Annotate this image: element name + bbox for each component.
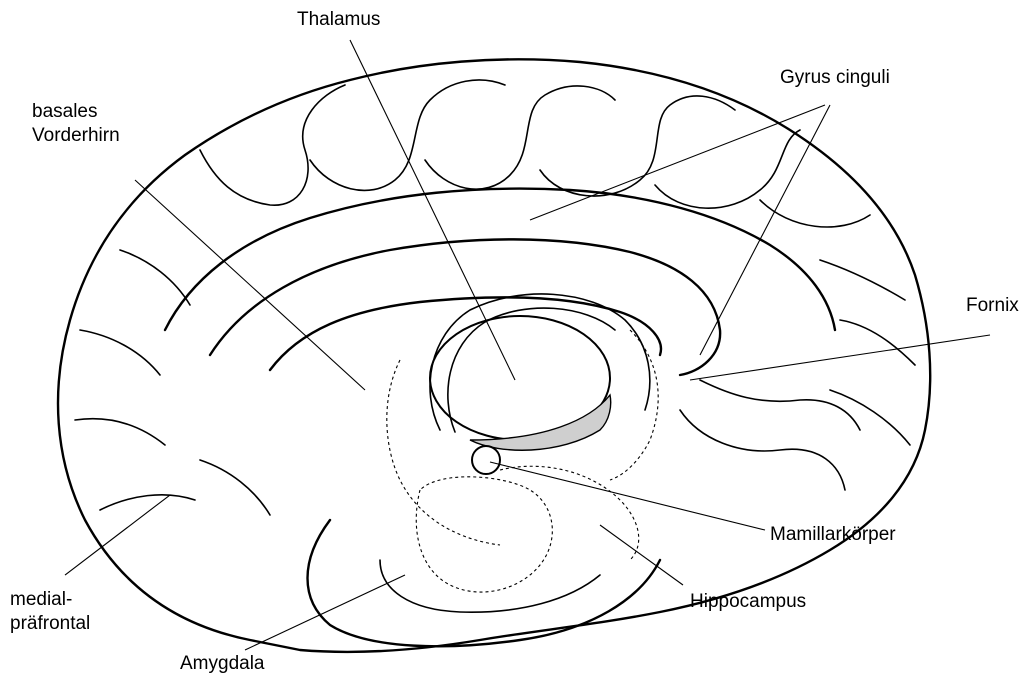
leader-line-hippocampus bbox=[600, 525, 683, 585]
temporal-fold bbox=[380, 560, 600, 612]
gyrus-fold bbox=[540, 96, 735, 196]
leader-line-thalamus bbox=[350, 40, 515, 380]
label-fornix: Fornix bbox=[966, 294, 1019, 318]
gyrus-fold bbox=[760, 200, 870, 227]
label-basales-vorderhirn: basales Vorderhirn bbox=[32, 100, 120, 148]
label-medial-praefrontal: medial- präfrontal bbox=[10, 588, 90, 636]
label-vorderhirn-line2: Vorderhirn bbox=[32, 124, 120, 148]
gyrus-fold bbox=[820, 260, 905, 300]
gyrus-fold bbox=[100, 495, 195, 510]
label-gyrus-cinguli: Gyrus cinguli bbox=[780, 66, 890, 90]
label-hippocampus: Hippocampus bbox=[690, 590, 806, 614]
temporal-fold bbox=[700, 380, 860, 430]
gyrus-fold bbox=[120, 250, 190, 305]
gyrus-fold bbox=[80, 330, 160, 375]
gyrus-fold bbox=[655, 130, 800, 208]
label-medial-line1: medial- bbox=[10, 588, 90, 612]
gyrus-fold bbox=[200, 460, 270, 515]
gyrus-fold bbox=[310, 80, 505, 190]
leader-line-gyrus-cinguli-2 bbox=[700, 105, 830, 355]
gyrus-fold bbox=[200, 85, 345, 205]
gyrus-fold bbox=[840, 320, 915, 365]
label-mamillarkoerper: Mamillarkörper bbox=[770, 523, 896, 547]
temporal-fold bbox=[680, 410, 845, 490]
label-amygdala: Amygdala bbox=[180, 652, 265, 676]
deep-structure-dashed bbox=[416, 477, 552, 592]
leader-line-gyrus-cinguli-1 bbox=[530, 105, 825, 220]
mamillary-body bbox=[472, 446, 500, 474]
leader-line-fornix bbox=[690, 335, 990, 380]
label-thalamus: Thalamus bbox=[297, 8, 380, 32]
label-praefrontal-line2: präfrontal bbox=[10, 612, 90, 636]
temporal-fold bbox=[308, 520, 661, 646]
cingulate-sulcus bbox=[165, 189, 835, 330]
deep-structure-dashed bbox=[500, 466, 639, 560]
leader-line-medial-praefrontal bbox=[65, 495, 170, 575]
deep-structure-dashed bbox=[610, 330, 658, 480]
leader-line-amygdala bbox=[245, 575, 405, 650]
leader-line-mamillarkoerper bbox=[490, 462, 765, 530]
gyrus-fold bbox=[425, 86, 615, 189]
gyrus-fold bbox=[830, 390, 910, 445]
gyrus-fold bbox=[75, 419, 165, 445]
label-basales-line1: basales bbox=[32, 100, 120, 124]
